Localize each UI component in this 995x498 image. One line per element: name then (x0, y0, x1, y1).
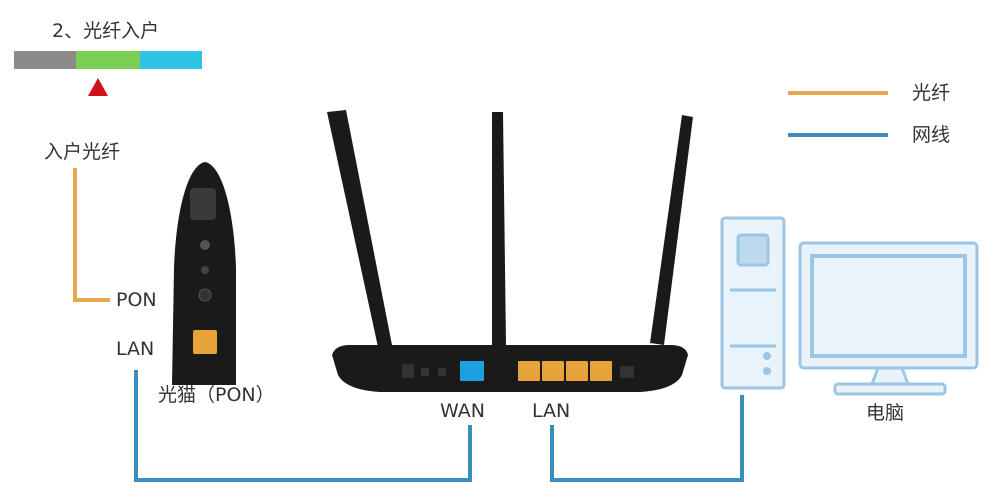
current-step-marker (88, 78, 108, 96)
step-title: 2、光纤入户 (52, 20, 160, 42)
legend-fiber-label: 光纤 (912, 82, 951, 104)
computer-label: 电脑 (866, 402, 905, 424)
modem-name-label: 光猫（PON） (158, 384, 275, 406)
step-segment-1 (14, 51, 76, 69)
wireless-router-icon (327, 110, 693, 392)
incoming-fiber-line (73, 168, 110, 302)
step-segment-3 (140, 51, 202, 69)
cable-router-lan-to-computer (550, 395, 744, 482)
step-segment-2 (76, 51, 140, 69)
router-wan-port-label: WAN (440, 400, 485, 422)
modem-lan-port-label: LAN (116, 338, 155, 360)
computer-tower-icon (720, 216, 786, 390)
router-lan-port-label: LAN (532, 400, 571, 422)
computer-monitor-icon (798, 241, 979, 396)
modem-pon-port-label: PON (116, 289, 157, 311)
incoming-fiber-label: 入户光纤 (44, 141, 121, 163)
cable-modem-to-router-wan (134, 370, 472, 482)
legend-cable-label: 网线 (912, 124, 951, 146)
optical-modem-icon (172, 162, 236, 385)
step-progress-bar (14, 51, 202, 69)
